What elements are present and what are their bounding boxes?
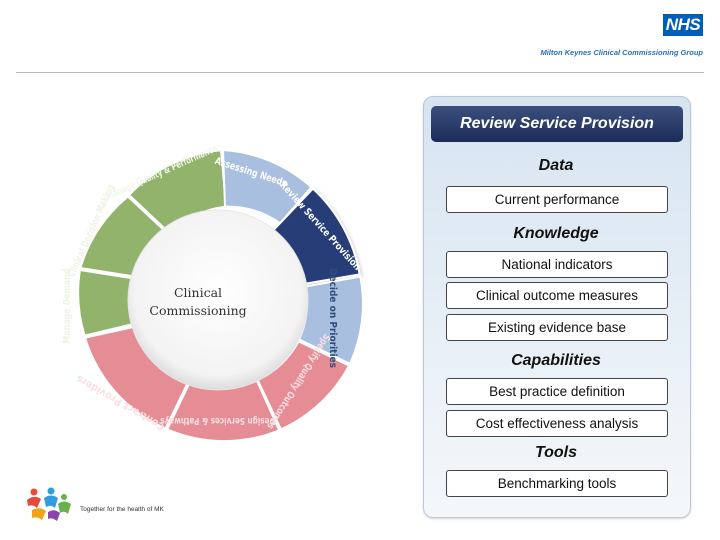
label-demand: Manage Demand [62, 269, 73, 344]
knowledge-item-national-indicators: National indicators [446, 251, 668, 278]
label-decide: Decide on Priorities [327, 268, 338, 368]
panel-title: Review Service Provision [431, 106, 683, 142]
org-name: Milton Keynes Clinical Commissioning Gro… [540, 48, 703, 57]
commissioning-cycle-diagram: Clinical Commissioning Manage Quality & … [62, 143, 364, 443]
tools-heading: Tools [534, 444, 578, 461]
capabilities-heading: Capabilities [511, 352, 601, 369]
data-item-current-performance: Current performance [446, 186, 668, 213]
hub-label-line2: Commissioning [149, 303, 246, 318]
capability-item-cost-effectiveness: Cost effectiveness analysis [446, 410, 668, 437]
tools-item-benchmarking: Benchmarking tools [446, 470, 668, 497]
mk-logo-icon [27, 487, 71, 521]
segment-assessing[interactable] [221, 148, 313, 225]
knowledge-item-clinical-outcome-measures: Clinical outcome measures [446, 282, 668, 309]
capability-item-best-practice: Best practice definition [446, 378, 668, 405]
wheel-hub [127, 209, 309, 391]
footer-tagline: Together for the health of MK [80, 506, 164, 513]
knowledge-item-existing-evidence-base: Existing evidence base [446, 314, 668, 341]
data-heading: Data [538, 157, 574, 174]
label-design: Design Services & Pathways [160, 415, 275, 426]
header-divider [16, 72, 704, 73]
knowledge-heading: Knowledge [513, 225, 599, 242]
hub-label-line1: Clinical [174, 285, 222, 300]
nhs-logo: NHS [663, 14, 703, 36]
